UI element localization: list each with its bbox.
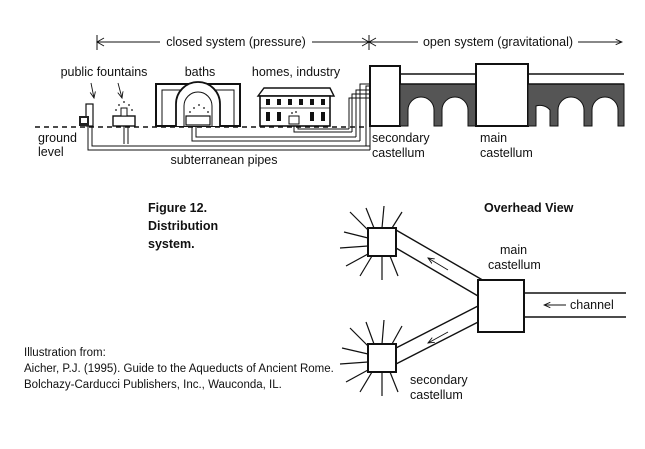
overhead-view-title: Overhead View [484,201,574,215]
figure-number: Figure 12. [148,201,207,215]
main-castellum-label-2: castellum [480,146,533,160]
figure-title-2: system. [148,237,195,251]
system-dimension-lines [96,35,622,50]
open-system-label: open system (gravitational) [423,35,573,49]
fountain-pointer-arrow [91,82,94,98]
overhead-main-label-2: castellum [488,258,541,272]
overhead-main-label: main [500,243,527,257]
ground-label: ground [38,131,77,145]
public-fountains-label: public fountains [61,65,148,79]
secondary-castellum-label: secondary [372,131,430,145]
level-label: level [38,145,64,159]
baths-building [155,81,241,127]
basin-fountain [112,101,136,127]
secondary-castellum-label-2: castellum [372,146,425,160]
subterranean-pipes-label: subterranean pipes [170,153,277,167]
main-castellum-label: main [480,131,507,145]
wall-fountain [79,103,94,127]
overhead-secondary-label: secondary [410,373,468,387]
homes-industry-label: homes, industry [252,65,341,79]
fountain-pointer-arrow [118,82,122,98]
closed-system-label: closed system (pressure) [166,35,306,49]
subterranean-pipes [87,83,372,151]
aqueduct-elevation [369,63,625,127]
baths-label: baths [185,65,216,79]
homes-building [256,87,336,127]
overhead-view [339,205,626,396]
overhead-channel-label: channel [570,298,614,312]
citation-reference: Aicher, P.J. (1995). Guide to the Aquedu… [24,363,334,375]
figure-title: Distribution [148,219,218,233]
citation-intro: Illustration from: [24,347,106,359]
citation-publisher: Bolchazy-Carducci Publishers, Inc., Wauc… [24,379,282,391]
overhead-secondary-label-2: castellum [410,388,463,402]
